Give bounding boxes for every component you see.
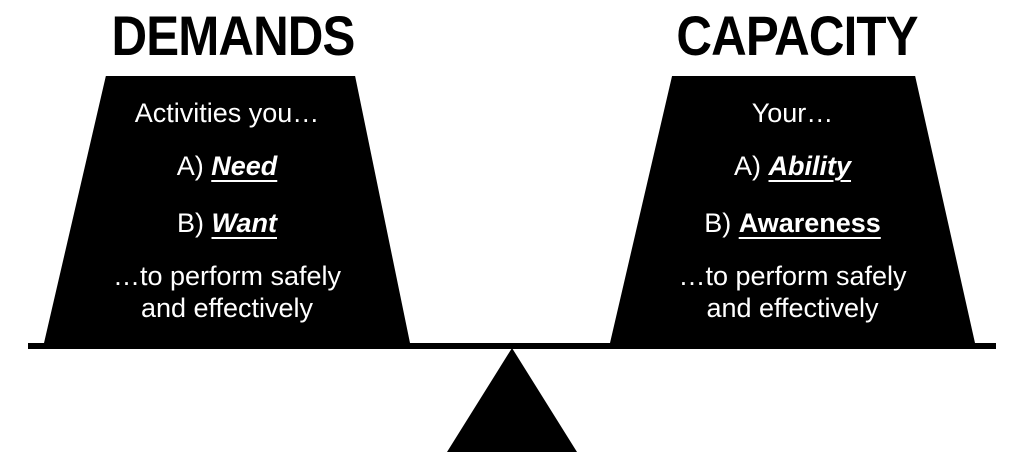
- capacity-item-b-word: Awareness: [738, 208, 881, 238]
- demands-item-a-prefix: A): [176, 151, 212, 181]
- capacity-item-b: B) Awareness: [610, 207, 975, 239]
- demands-pan-trapezoid: Activities you… A) Need B) Want …to perf…: [44, 76, 410, 343]
- demands-outro-line1: …to perform safely: [112, 261, 342, 291]
- capacity-pan-trapezoid: Your… A) Ability B) Awareness …to perfor…: [610, 76, 975, 343]
- demands-item-b: B) Want: [44, 207, 410, 239]
- demands-item-b-word: Want: [211, 208, 278, 238]
- capacity-title: CAPACITY: [676, 4, 918, 67]
- capacity-item-b-prefix: B): [704, 208, 739, 238]
- demands-item-a-word: Need: [211, 151, 278, 181]
- capacity-item-a: A) Ability: [610, 150, 975, 182]
- demands-outro-line2: and effectively: [140, 293, 314, 323]
- capacity-item-a-word: Ability: [768, 151, 852, 181]
- demands-intro-text: Activities you…: [134, 98, 320, 128]
- capacity-intro-text: Your…: [751, 98, 834, 128]
- balance-beam: [28, 343, 996, 349]
- capacity-outro-line1: …to perform safely: [678, 261, 907, 291]
- fulcrum-triangle-icon: [447, 348, 577, 452]
- capacity-outro-line2: and effectively: [706, 293, 879, 323]
- capacity-item-a-prefix: A): [733, 151, 769, 181]
- demands-item-a: A) Need: [44, 150, 410, 182]
- demands-title: DEMANDS: [111, 4, 356, 67]
- demands-item-b-prefix: B): [176, 208, 212, 238]
